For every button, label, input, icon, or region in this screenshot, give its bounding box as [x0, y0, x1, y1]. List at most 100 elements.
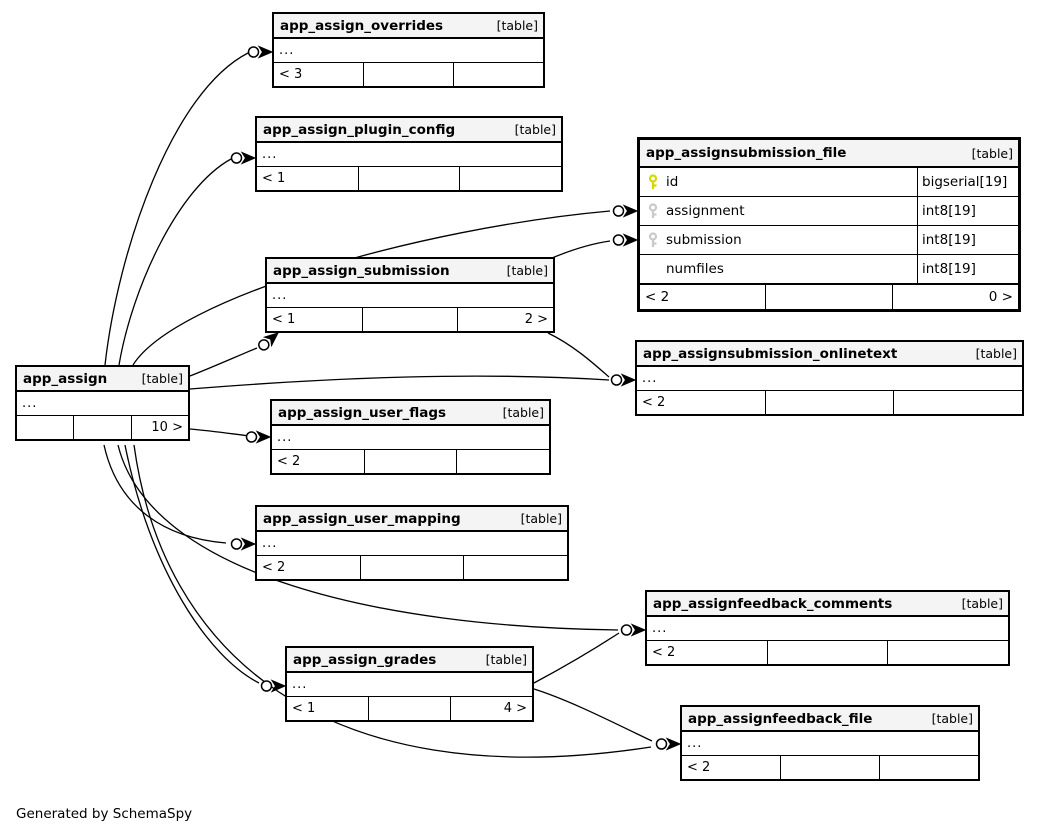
edge-assign-submission: [189, 347, 258, 377]
table-name[interactable]: app_assignfeedback_file: [688, 710, 873, 727]
table-app-assign-submission[interactable]: app_assign_submission [table] ... < 1 2 …: [265, 257, 555, 333]
ellipsis-row: ...: [637, 367, 1022, 391]
column-type: bigserial[19]: [917, 168, 1018, 196]
ellipsis-row: ...: [682, 732, 978, 756]
fk-connector-icon: [610, 373, 637, 387]
table-app-assignfeedback-comments[interactable]: app_assignfeedback_comments [table] ... …: [645, 590, 1010, 666]
footer-left-count: < 2: [687, 760, 711, 775]
ellipsis-row: ...: [287, 673, 532, 697]
primary-key-icon: [648, 173, 658, 189]
column-row-submission: submission int8[19]: [640, 226, 1018, 255]
fk-connector-icon: [655, 737, 682, 751]
table-app-assignsubmission-onlinetext[interactable]: app_assignsubmission_onlinetext [table] …: [635, 340, 1024, 416]
column-name[interactable]: assignment: [666, 203, 745, 219]
footer-mid-cell: [363, 63, 453, 86]
ellipsis-text: ...: [272, 288, 288, 303]
table-name[interactable]: app_assign_submission: [273, 262, 450, 279]
column-name[interactable]: id: [666, 174, 679, 190]
footer-right-count: [459, 167, 561, 190]
edge-assign-feedback-file: [133, 444, 652, 758]
table-tag: [table]: [485, 652, 527, 667]
footer-mid-cell: [359, 556, 464, 579]
ellipsis-row: ...: [257, 532, 567, 556]
footer-left-count: < 3: [279, 67, 303, 82]
ellipsis-row: ...: [272, 426, 549, 450]
table-name[interactable]: app_assign_grades: [293, 651, 437, 668]
column-row-id: id bigserial[19]: [640, 168, 1018, 197]
fk-connector-icon: [260, 679, 287, 693]
ellipsis-text: ...: [652, 621, 668, 636]
footer-mid-cell: [766, 641, 888, 664]
relationship-counts: < 2 0 >: [640, 284, 1018, 309]
column-row-numfiles: numfiles int8[19]: [640, 255, 1018, 284]
relationship-counts: < 2: [682, 756, 978, 779]
table-tag: [table]: [502, 405, 544, 420]
column-name[interactable]: numfiles: [666, 261, 724, 277]
table-header: app_assignsubmission_onlinetext [table]: [637, 342, 1022, 367]
table-header: app_assignsubmission_file [table]: [640, 140, 1018, 168]
table-tag: [table]: [514, 122, 556, 137]
relationship-counts: < 3: [274, 63, 543, 86]
table-name[interactable]: app_assignsubmission_file: [646, 145, 847, 161]
ellipsis-text: ...: [292, 677, 308, 692]
ellipsis-row: ...: [17, 392, 188, 416]
footer-left-count: < 2: [642, 395, 666, 410]
table-name[interactable]: app_assign_user_mapping: [263, 510, 461, 527]
footer-right-count: [879, 756, 978, 779]
footer-left-count: [17, 416, 73, 439]
table-app-assign[interactable]: app_assign [table] ... 10 >: [15, 365, 190, 441]
edge-assign-grades: [124, 444, 260, 684]
table-name[interactable]: app_assignsubmission_onlinetext: [643, 345, 898, 362]
table-name[interactable]: app_assign_user_flags: [278, 404, 447, 421]
table-app-assignsubmission-file[interactable]: app_assignsubmission_file [table] id big…: [637, 137, 1021, 312]
relationship-counts: < 2: [272, 450, 549, 473]
footer-right-count: 0 >: [891, 285, 1018, 309]
fk-connector-icon: [612, 204, 639, 218]
footer-right-count: [453, 63, 543, 86]
footer-right-count: [887, 641, 1008, 664]
table-header: app_assign_user_flags [table]: [272, 401, 549, 426]
fk-connector-icon: [258, 332, 279, 351]
table-header: app_assignfeedback_file [table]: [682, 707, 978, 732]
footer-left-count: < 1: [272, 312, 296, 327]
fk-connector-icon: [612, 233, 639, 247]
relationship-counts: < 1: [257, 167, 561, 190]
table-name[interactable]: app_assignfeedback_comments: [653, 595, 893, 612]
footer-mid-cell: [764, 391, 894, 414]
ellipsis-text: ...: [687, 736, 703, 751]
edge-assign-user-flags: [189, 428, 251, 437]
edge-grades-feedback-file: [533, 688, 653, 742]
fk-connector-icon: [620, 623, 647, 637]
table-app-assign-grades[interactable]: app_assign_grades [table] ... < 1 4 >: [285, 646, 534, 722]
table-tag: [table]: [975, 346, 1017, 361]
ellipsis-text: ...: [262, 536, 278, 551]
footer-right-count: 2 >: [457, 308, 553, 331]
edge-submission-subfile: [551, 240, 611, 259]
table-name[interactable]: app_assign_plugin_config: [263, 121, 456, 138]
column-name[interactable]: submission: [666, 232, 742, 248]
table-header: app_assignfeedback_comments [table]: [647, 592, 1008, 617]
relationship-counts: < 1 2 >: [267, 308, 553, 331]
footer-right-count: [893, 391, 1022, 414]
table-app-assign-overrides[interactable]: app_assign_overrides [table] ... < 3: [272, 12, 545, 88]
footer-mid-cell: [780, 756, 879, 779]
footer-mid-cell: [765, 285, 891, 309]
footer-left-count: < 2: [262, 560, 286, 575]
table-tag: [table]: [961, 596, 1003, 611]
fk-connector-icon: [230, 151, 257, 165]
table-tag: [table]: [971, 145, 1013, 161]
table-app-assignfeedback-file[interactable]: app_assignfeedback_file [table] ... < 2: [680, 705, 980, 781]
table-name[interactable]: app_assign: [23, 370, 108, 387]
table-app-assign-plugin-config[interactable]: app_assign_plugin_config [table] ... < 1: [255, 116, 563, 192]
table-app-assign-user-mapping[interactable]: app_assign_user_mapping [table] ... < 2: [255, 505, 569, 581]
ellipsis-row: ...: [267, 284, 553, 308]
relationship-counts: < 2: [637, 391, 1022, 414]
edge-submission-onlinetext: [547, 332, 610, 378]
ellipsis-text: ...: [22, 396, 38, 411]
footer-left-count: < 2: [277, 454, 301, 469]
relationship-counts: 10 >: [17, 416, 188, 439]
foreign-key-icon: [648, 231, 658, 247]
table-app-assign-user-flags[interactable]: app_assign_user_flags [table] ... < 2: [270, 399, 551, 475]
ellipsis-text: ...: [642, 371, 658, 386]
table-name[interactable]: app_assign_overrides: [280, 17, 444, 34]
